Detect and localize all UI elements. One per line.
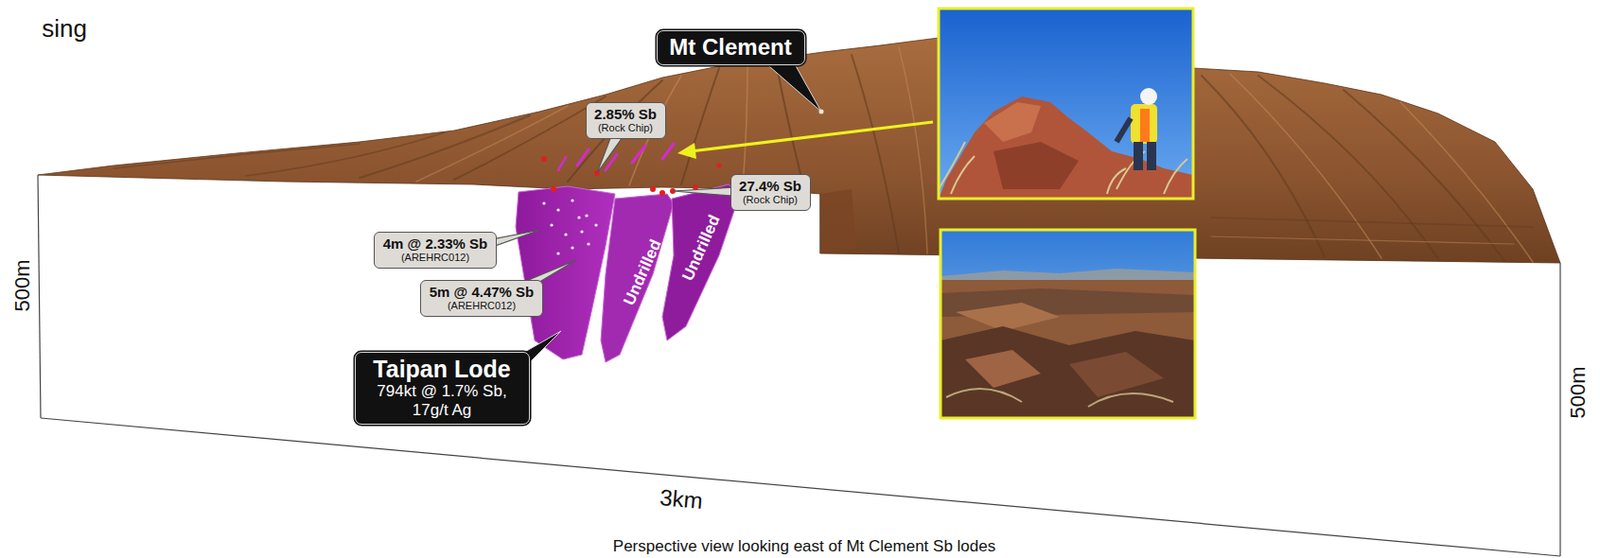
drill-intercepts xyxy=(542,198,598,255)
callout-heading: 27.4% Sb xyxy=(738,177,803,194)
resource-callout: Taipan Lode794kt @ 1.7% Sb, 17g/t Ag xyxy=(354,351,530,425)
photo-arrow xyxy=(690,122,933,152)
figure-caption: Perspective view looking east of Mt Clem… xyxy=(613,538,996,557)
lode-status: Undrilled xyxy=(620,237,664,308)
callout-detail: (AREHRC012) xyxy=(382,251,489,264)
terrain-cliff xyxy=(820,189,857,254)
assay-callout: 4m @ 2.33% Sb(AREHRC012) xyxy=(373,231,497,269)
assay-callout: 5m @ 4.47% Sb(AREHRC012) xyxy=(420,280,544,317)
photo-arrowhead xyxy=(677,142,697,159)
callout-detail: (AREHRC012) xyxy=(428,299,535,313)
callout-detail: 794kt @ 1.7% Sb, 17g/t Ag xyxy=(367,382,517,420)
terrain-texture xyxy=(113,47,1533,263)
landscape-photo xyxy=(940,229,1196,419)
photo-frame xyxy=(940,229,1196,419)
terrain-surface xyxy=(37,37,1561,264)
dimension: 3km xyxy=(658,486,704,513)
callout-heading: 4m @ 2.33% Sb xyxy=(382,235,489,252)
callout-detail: (Rock Chip) xyxy=(594,122,658,135)
surface-outcrops xyxy=(541,143,722,196)
block-edge xyxy=(1559,263,1561,557)
dimension: 500m xyxy=(1567,366,1589,419)
slide-fragment: sing xyxy=(41,16,88,41)
block-edge xyxy=(37,175,41,419)
callout-detail: (Rock Chip) xyxy=(738,193,803,207)
location-callout: Mt Clement xyxy=(656,30,806,66)
callout-heading: 5m @ 4.47% Sb xyxy=(428,283,535,300)
lode-status: Undrilled xyxy=(679,212,722,283)
block-edge xyxy=(40,418,1561,557)
photo-frame xyxy=(938,8,1194,199)
callout-heading: 2.85% Sb xyxy=(594,105,658,123)
callout-tails xyxy=(468,47,825,387)
callout-heading: Mt Clement xyxy=(668,34,793,61)
outcrop-photo xyxy=(938,8,1194,199)
assay-callout: 27.4% Sb(Rock Chip) xyxy=(730,174,811,211)
dimension: 500m xyxy=(12,259,34,312)
assay-callout: 2.85% Sb(Rock Chip) xyxy=(585,102,667,140)
callout-heading: Taipan Lode xyxy=(367,355,518,384)
